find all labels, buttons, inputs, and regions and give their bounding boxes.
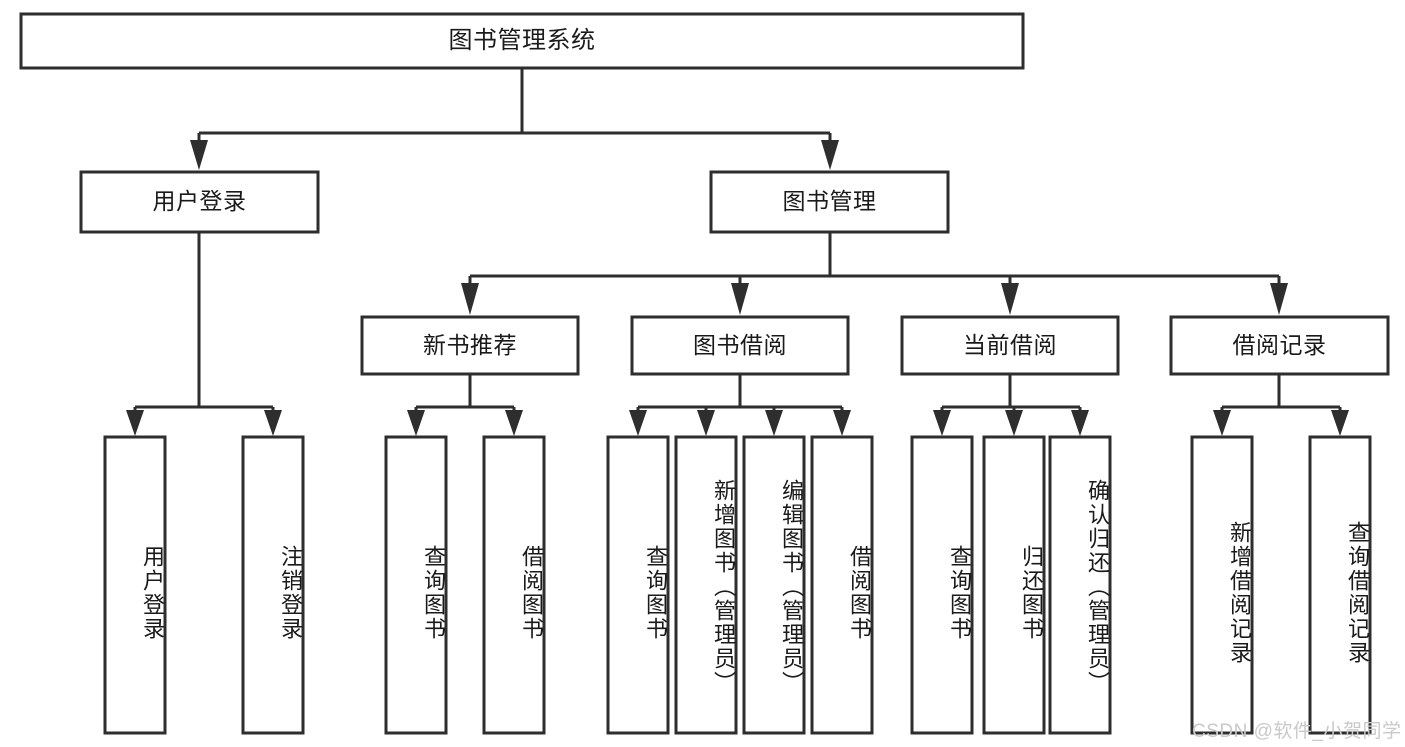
node-box-leaf-borrow-book-1[interactable] — [482, 435, 546, 735]
arrow-head-leaf-query-book-1 — [407, 410, 425, 436]
arrow-head-leaf-borrow-book-2 — [833, 410, 851, 436]
node-box-root[interactable] — [19, 12, 1025, 70]
node-box-leaf-query-record[interactable] — [1308, 435, 1372, 735]
node-box-leaf-query-book-1[interactable] — [384, 435, 448, 735]
arrow-head-leaf-add-book — [697, 410, 715, 436]
arrow-head-leaf-return-book — [1005, 410, 1023, 436]
node-box-leaf-borrow-book-2[interactable] — [810, 435, 874, 735]
node-box-leaf-query-book-3[interactable] — [910, 435, 974, 735]
arrow-head-book-management — [821, 140, 839, 170]
node-box-user-login[interactable] — [79, 170, 320, 234]
node-box-leaf-user-login[interactable] — [103, 435, 167, 735]
node-box-leaf-query-book-2[interactable] — [606, 435, 670, 735]
arrow-head-leaf-query-book-3 — [933, 410, 951, 436]
node-box-leaf-confirm-return[interactable] — [1048, 435, 1112, 735]
arrow-head-user-login — [190, 140, 208, 170]
arrow-head-leaf-query-book-2 — [629, 410, 647, 436]
node-box-new-book-recommend[interactable] — [360, 315, 580, 376]
node-box-leaf-return-book[interactable] — [982, 435, 1046, 735]
arrow-head-leaf-borrow-book-1 — [505, 410, 523, 436]
arrow-head-new-book-recommend — [461, 283, 479, 315]
arrow-head-leaf-confirm-return — [1071, 410, 1089, 436]
arrow-head-leaf-edit-book — [765, 410, 783, 436]
node-box-book-borrow[interactable] — [630, 315, 850, 376]
arrow-head-leaf-add-record — [1213, 410, 1231, 436]
node-box-current-borrow[interactable] — [900, 315, 1120, 376]
csdn-watermark: CSDN @软件_小贺同学 — [1192, 721, 1402, 742]
node-box-leaf-edit-book[interactable] — [742, 435, 806, 735]
node-box-book-management[interactable] — [709, 170, 950, 234]
arrow-head-current-borrow — [1001, 283, 1019, 315]
arrow-head-leaf-user-logout — [264, 410, 282, 436]
arrow-head-borrow-record — [1270, 283, 1288, 315]
arrow-head-book-borrow — [731, 283, 749, 315]
node-box-leaf-add-book[interactable] — [674, 435, 738, 735]
node-box-leaf-add-record[interactable] — [1190, 435, 1254, 735]
arrow-head-leaf-user-login — [126, 410, 144, 436]
node-box-leaf-user-logout[interactable] — [241, 435, 305, 735]
arrow-head-leaf-query-record — [1331, 410, 1349, 436]
node-box-borrow-record[interactable] — [1169, 315, 1390, 376]
